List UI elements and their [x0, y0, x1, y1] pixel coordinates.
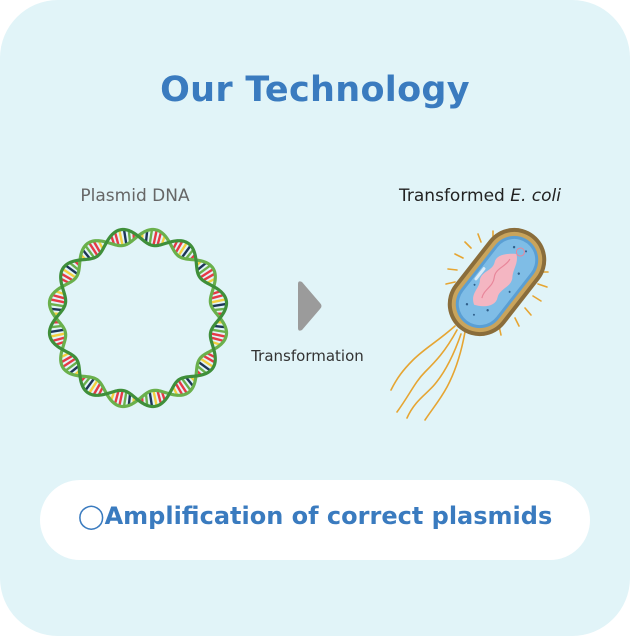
circle-marker-icon: ◯ [77, 502, 105, 530]
result-text-label: Amplification of correct plasmids [104, 502, 553, 530]
ecoli-label-prefix: Transformed [399, 186, 511, 206]
e-coli-bacterium-icon [390, 227, 549, 421]
plasmid-dna-label: Plasmid DNA [80, 186, 190, 206]
result-text: ◯Amplification of correct plasmids [40, 502, 590, 530]
plasmid-dna-ring-icon [47, 227, 229, 409]
transformed-ecoli-label: Transformed E. coli [380, 186, 580, 206]
page-title: Our Technology [160, 70, 470, 110]
transformation-label: Transformation [251, 347, 364, 365]
result-pill: ◯Amplification of correct plasmids [40, 480, 590, 560]
right-arrow-icon [298, 281, 322, 331]
ecoli-label-species: E. coli [510, 186, 561, 206]
